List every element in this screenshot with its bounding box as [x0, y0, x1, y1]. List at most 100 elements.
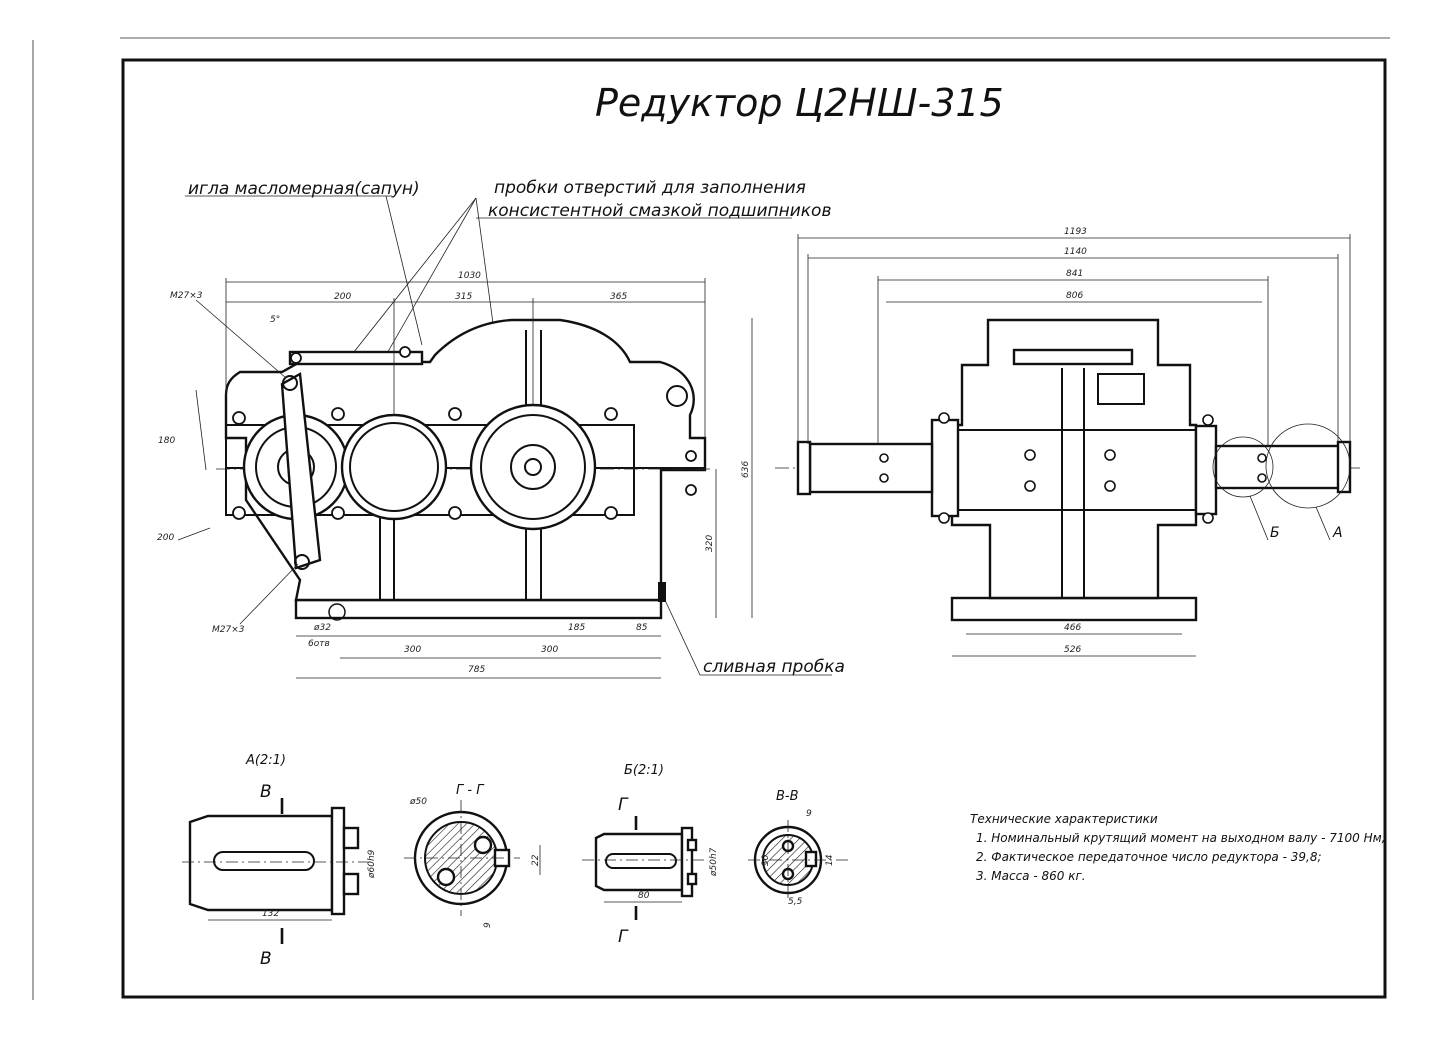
side-housing: [950, 318, 1198, 600]
detail-a: А(2:1) В В 132 ø60h9: [182, 753, 377, 969]
dim-466: 466: [1064, 623, 1081, 633]
detail-b-flange: [680, 826, 694, 898]
specs-heading: Технические характеристики: [970, 812, 1158, 826]
front-pivot-bottom: [294, 554, 310, 570]
front-bolts: [232, 346, 697, 520]
detail-a-shaft: [188, 814, 334, 912]
dim-hole-32: ø32: [313, 623, 331, 633]
section-g-top: Г: [618, 795, 629, 815]
side-view: Б А 1193 1140 841 806 466 526: [775, 227, 1360, 657]
leader-oil-gauge: [385, 195, 423, 346]
front-base: [294, 598, 663, 620]
detail-a-title: А(2:1): [245, 753, 286, 768]
callout-oil-gauge: игла масломерная(сапун): [188, 179, 420, 199]
bearing-intermediate-outer: [340, 413, 448, 521]
dim-angle-5: 5°: [270, 315, 280, 325]
side-cap-left: [930, 418, 960, 518]
label-b: Б: [1270, 525, 1280, 541]
dim-806: 806: [1066, 291, 1083, 301]
section-gg-hole-1: [473, 835, 493, 855]
detail-b: Б(2:1) Г Г 80 ø50h7: [582, 763, 719, 947]
sheet-frame: [121, 58, 1387, 999]
technical-specs: Технические характеристики 1. Номинальны…: [970, 812, 1386, 883]
front-inspection-cover: [288, 350, 424, 366]
leader-thread-bottom: [239, 563, 299, 625]
dim-85: 85: [636, 623, 648, 633]
side-shaft-left: [808, 442, 934, 494]
dim-300-b: 300: [541, 645, 558, 655]
leader-a: [1315, 506, 1331, 541]
callout-grease-plugs-2: консистентной смазкой подшипников: [488, 201, 831, 221]
bearing-output-inner: [510, 444, 556, 490]
detail-b-dia: ø50h7: [709, 847, 719, 877]
detail-b-len: 80: [638, 891, 650, 901]
section-vv: В-В 9 30 14 5,5: [748, 789, 850, 907]
leader-b: [1249, 495, 1269, 541]
section-vv-keyway: [804, 850, 818, 868]
section-gg-dim-22: 22: [531, 854, 541, 866]
side-nameplate: [1097, 373, 1145, 405]
dim-526: 526: [1064, 645, 1081, 655]
dim-200-left: 200: [157, 533, 174, 543]
detail-b-shaft: [594, 832, 684, 892]
detail-a-bolt-bottom: [342, 872, 360, 896]
detail-b-title: Б(2:1): [624, 763, 664, 778]
section-vv-title: В-В: [776, 789, 799, 804]
dim-1030: 1030: [458, 271, 481, 281]
specs-line-3: 3. Масса - 860 кг.: [976, 869, 1086, 883]
callout-grease-plugs-1: пробки отверстий для заполнения: [494, 178, 806, 198]
dim-300-a: 300: [404, 645, 421, 655]
section-vv-dim-55: 5,5: [788, 897, 803, 907]
side-bolts: [879, 412, 1267, 524]
dim-785: 785: [468, 665, 485, 675]
section-v-top: В: [260, 782, 272, 802]
detail-b-keyway: [605, 853, 677, 869]
section-g-bottom: Г: [618, 927, 629, 947]
dim-636: 636: [741, 461, 751, 478]
section-gg-dia: ø50: [409, 797, 427, 807]
dim-thread-top: M27×3: [170, 291, 203, 301]
detail-a-dia: ø60h9: [367, 849, 377, 879]
bearing-output-outer: [469, 403, 597, 531]
section-v-bottom: В: [260, 949, 272, 969]
dim-1140: 1140: [1064, 247, 1087, 257]
side-shaft-left-tip: [796, 440, 812, 496]
section-vv-dim-9: 9: [806, 809, 812, 819]
leader-drain: [663, 597, 701, 676]
section-gg-dim-9: 9: [483, 922, 493, 928]
front-pivot-top: [282, 375, 298, 391]
dim-line-200-left: [177, 527, 211, 541]
detail-b-bolt-bottom: [686, 872, 698, 886]
section-vv-dim-30: 30: [761, 854, 771, 866]
front-lifting-eye: [666, 385, 688, 407]
dim-holes-count: 6отв: [308, 639, 330, 649]
front-split-flange: [225, 424, 635, 516]
dim-315: 315: [455, 292, 472, 302]
dim-line-180: [195, 389, 207, 471]
leader-thread-top: [195, 299, 287, 379]
detail-a-len: 132: [262, 909, 279, 919]
side-top-cover: [1012, 348, 1134, 366]
page-title: Редуктор Ц2НШ-315: [595, 81, 1004, 125]
dim-185: 185: [568, 623, 585, 633]
section-gg: Г - Г ø50 22 9: [404, 783, 541, 928]
detail-a-keyway: [213, 851, 315, 871]
side-shaft-right: [1214, 444, 1342, 490]
section-gg-title: Г - Г: [456, 783, 485, 798]
dim-320: 320: [705, 535, 715, 552]
section-gg-hole-2: [436, 867, 456, 887]
dim-365: 365: [610, 292, 627, 302]
label-a: А: [1332, 525, 1343, 541]
front-view: 1030 200 315 365 5° M27×3 180 200 M27×3 …: [157, 271, 753, 679]
bearing-output-mid: [480, 414, 586, 520]
dim-thread-bottom: M27×3: [212, 625, 245, 635]
section-vv-dim-14: 14: [825, 854, 835, 866]
dim-1193: 1193: [1064, 227, 1087, 237]
dim-180: 180: [158, 436, 175, 446]
bearing-intermediate-inner: [349, 422, 439, 512]
specs-line-1: 1. Номинальный крутящий момент на выходн…: [976, 831, 1386, 845]
detail-circle-b: [1212, 436, 1274, 498]
side-shaft-right-tip: [1336, 440, 1352, 494]
front-base-hole: [328, 603, 346, 621]
